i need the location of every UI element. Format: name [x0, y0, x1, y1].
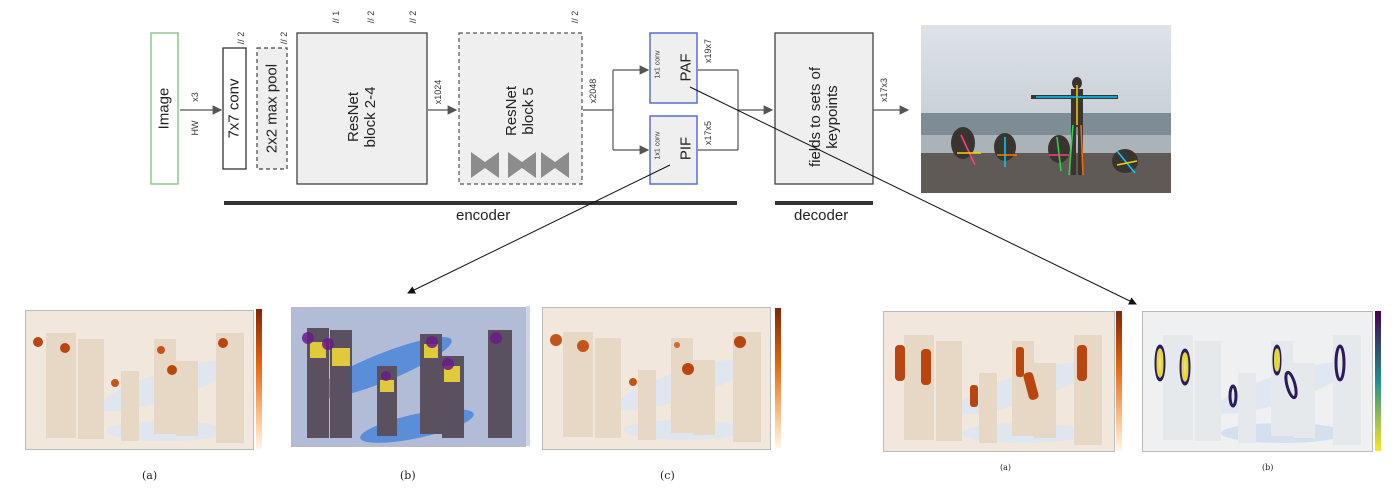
pif-out-label: x17x5	[703, 120, 713, 146]
pif-label: PIF	[677, 136, 695, 161]
paf-caption-b: (b)	[1262, 463, 1274, 472]
pif-panel-c-heatmap	[543, 308, 770, 449]
pif-conv-label: 1x1 conv	[654, 131, 662, 160]
conv-box	[222, 47, 247, 170]
resnet-block-2-4-box	[296, 32, 428, 185]
output-photo	[921, 25, 1171, 193]
pif-head-box	[649, 115, 698, 185]
pif-caption-a: (a)	[142, 469, 158, 482]
paf-panel-a-heatmap	[884, 312, 1114, 451]
image-dims-label: HW	[190, 120, 200, 136]
conv-stride-label: // 2	[236, 31, 246, 45]
arrow-pif-to-panels	[407, 164, 671, 294]
resnet5-stride-label: // 2	[570, 10, 580, 24]
decoder-box	[774, 32, 874, 185]
decoder-bar	[775, 201, 873, 205]
paf-panel-a	[883, 311, 1115, 452]
image-channels-label: x3	[190, 92, 200, 102]
pool-stride-label: // 2	[279, 31, 289, 45]
pif-caption-b: (b)	[400, 469, 416, 482]
pif-caption-c: (c)	[660, 469, 675, 482]
pool-box-label: 2x2 max pool	[263, 63, 281, 154]
resnet5-out-label: x2048	[588, 78, 598, 104]
pif-panel-a-colorbar	[256, 309, 262, 449]
conv-box-label: 7x7 conv	[225, 78, 243, 139]
paf-panel-b-colorbar	[1375, 311, 1381, 451]
image-box	[150, 32, 179, 185]
paf-panel-b	[1142, 311, 1373, 452]
dilation-icons	[471, 152, 569, 178]
pif-panel-c	[542, 307, 771, 450]
decoder-box-label: fields to sets of keypoints	[807, 66, 841, 168]
paf-caption-a: (a)	[1000, 463, 1012, 472]
encoder-label: encoder	[456, 207, 511, 224]
encoder-bar	[224, 201, 737, 205]
resnet24-stride-a: // 1	[331, 10, 341, 24]
pif-panel-a	[25, 310, 254, 450]
paf-panel-b-vector-field	[1143, 312, 1372, 451]
resnet24-out-label: x1024	[433, 79, 443, 105]
paf-head-box	[649, 32, 698, 104]
decoder-label: decoder	[794, 207, 849, 224]
paf-conv-label: 1x1 conv	[654, 50, 662, 79]
resnet24-stride-b: // 2	[366, 10, 376, 24]
resnet24-stride-c: // 2	[408, 10, 418, 24]
resnet24-label: ResNet block 2-4	[345, 86, 379, 148]
image-box-label: Image	[155, 87, 173, 130]
pool-box	[256, 47, 288, 170]
arrow-paf-to-panels	[689, 86, 1137, 305]
pif-panel-c-colorbar	[775, 308, 781, 448]
paf-panel-a-colorbar	[1116, 311, 1122, 451]
pif-panel-b	[291, 307, 526, 447]
resnet5-label: ResNet block 5	[503, 85, 537, 137]
paf-out-label: x19x7	[703, 38, 713, 64]
paf-label: PAF	[677, 53, 695, 82]
pif-panel-b-colorbar	[526, 306, 530, 446]
pif-panel-a-heatmap	[26, 311, 253, 449]
pif-panel-b-vector-field	[292, 308, 525, 446]
decoder-out-label: x17x3	[879, 77, 889, 103]
